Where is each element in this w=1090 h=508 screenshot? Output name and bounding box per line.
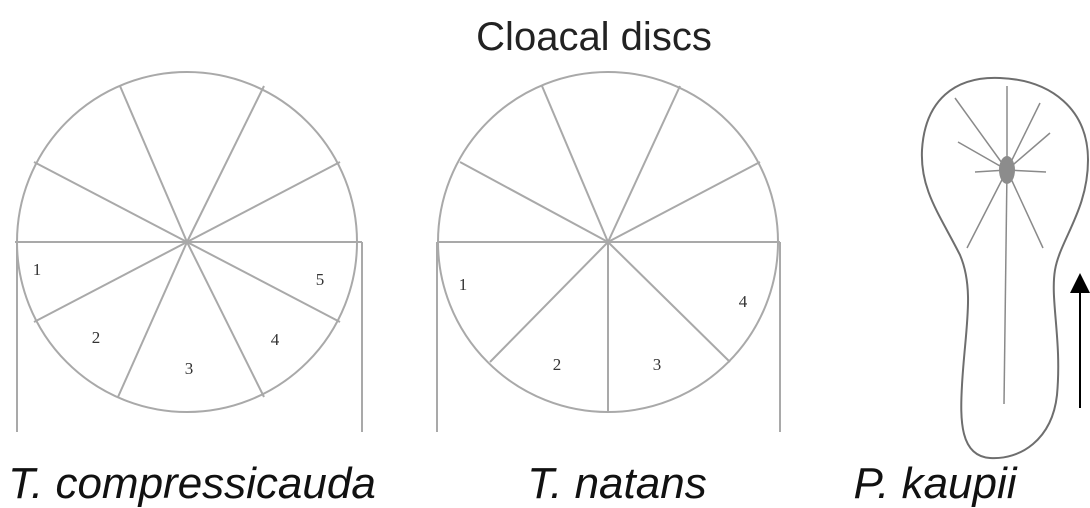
segment-number-2: 2 <box>553 355 562 374</box>
segment-number-3: 3 <box>653 355 662 374</box>
species-label-p-kaupii: P. kaupii <box>853 459 1017 508</box>
segment-number-4: 4 <box>739 292 748 311</box>
figure-title: Cloacal discs <box>476 15 712 59</box>
segment-number-4: 4 <box>271 330 280 349</box>
segment-number-1: 1 <box>33 260 42 279</box>
segment-number-5: 5 <box>316 270 325 289</box>
species-label-t-natans: T. natans <box>527 459 706 508</box>
disc-t-natans: 1 2 3 4 <box>437 72 780 432</box>
disc-radial-lines <box>460 86 760 412</box>
cloaca-center-spot <box>999 156 1015 184</box>
disc-outline <box>922 78 1088 458</box>
segment-number-3: 3 <box>185 359 194 378</box>
disc-t-compressicauda: 1 2 3 4 5 <box>15 72 362 432</box>
segment-number-2: 2 <box>92 328 101 347</box>
segment-number-1: 1 <box>459 275 468 294</box>
species-label-t-compressicauda: T. compressicauda <box>8 459 376 508</box>
disc-p-kaupii <box>922 78 1088 458</box>
